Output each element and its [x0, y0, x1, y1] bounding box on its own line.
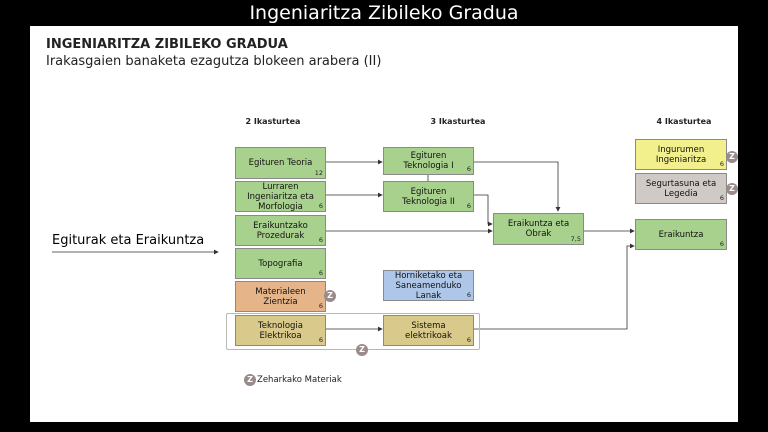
- column-header-year-3: 3 Ikasturtea: [430, 117, 486, 126]
- box-label: Horniketako eta Saneamenduko Lanak: [394, 270, 463, 301]
- box-label: Egituren Teknologia I: [403, 151, 454, 171]
- arrow-sistema-eraikuntza: [474, 243, 635, 330]
- box-topografia: Topografia 6: [235, 248, 326, 279]
- legend-label: Zeharkako Materiak: [257, 375, 342, 385]
- transversal-z-icon: Z: [324, 290, 336, 302]
- block-label: Egiturak eta Eraikuntza: [52, 233, 205, 248]
- box-credits: 6: [719, 194, 724, 202]
- box-ingurumen-ingeniaritza: Ingurumen Ingeniaritza 6: [635, 139, 727, 170]
- slide: INGENIARITZA ZIBILEKO GRADUA Irakasgaien…: [30, 26, 738, 422]
- column-header-year-4: 4 Ikasturtea: [656, 117, 712, 126]
- box-teknologia-elektrikoa: Teknologia Elektrikoa 6: [235, 315, 326, 346]
- box-credits: 6: [318, 336, 323, 344]
- box-credits: 6: [466, 336, 471, 344]
- box-egituren-teknologia-1: Egituren Teknologia I 6: [383, 147, 474, 175]
- box-label: Egituren Teoria: [248, 158, 313, 168]
- box-lurraren-ingeniaritza: Lurraren Ingeniaritza eta Morfologia 6: [235, 181, 326, 212]
- transversal-z-icon: Z: [356, 344, 368, 356]
- box-label: Eraikuntza: [658, 229, 704, 240]
- box-eraikuntzako-prozedurak: Eraikuntzako Prozedurak 6: [235, 215, 326, 246]
- box-label: Segurtasuna eta Legedia: [645, 178, 717, 199]
- box-credits: 12: [314, 169, 323, 177]
- box-eraikuntza: Eraikuntza 6: [635, 219, 727, 250]
- box-credits: 6: [318, 236, 323, 244]
- transversal-z-icon: Z: [726, 183, 738, 195]
- box-credits: 6: [719, 240, 724, 248]
- box-label: Egituren Teknologia II: [402, 186, 455, 207]
- box-credits: 6: [466, 291, 471, 299]
- box-sistema-elektrikoak: Sistema elektrikoak 6: [383, 315, 474, 346]
- box-label: Teknologia Elektrikoa: [257, 320, 303, 341]
- box-credits: 7,5: [570, 235, 581, 243]
- arrow-tek2-obrak: [474, 194, 493, 227]
- slide-subtitle: Irakasgaien banaketa ezagutza blokeen ar…: [46, 54, 382, 69]
- box-label: Topografia: [258, 258, 303, 269]
- connector-lines: [52, 159, 635, 332]
- box-credits: 6: [466, 202, 471, 210]
- box-label: Eraikuntza eta Obrak: [507, 219, 570, 239]
- box-label: Eraikuntzako Prozedurak: [253, 220, 308, 241]
- window-title: Ingeniaritza Zibileko Gradua: [249, 2, 519, 24]
- box-egituren-teknologia-2: Egituren Teknologia II 6: [383, 181, 474, 212]
- box-label: Sistema elektrikoak: [405, 320, 452, 341]
- legend-z-icon: Z: [244, 374, 256, 386]
- slide-title: INGENIARITZA ZIBILEKO GRADUA: [46, 37, 288, 52]
- box-credits: 6: [318, 202, 323, 210]
- box-credits: 6: [318, 302, 323, 310]
- column-header-year-2: 2 Ikasturtea: [245, 117, 301, 126]
- box-label: Materialeen Zientzia: [255, 286, 306, 307]
- box-label: Lurraren Ingeniaritza eta Morfologia: [247, 181, 314, 212]
- transversal-z-icon: Z: [726, 151, 738, 163]
- box-credits: 6: [719, 160, 724, 168]
- box-materialeen-zientzia: Materialeen Zientzia 6: [235, 281, 326, 312]
- box-credits: 6: [318, 269, 323, 277]
- box-credits: 6: [466, 165, 471, 173]
- arrow-tek1-obrak: [474, 161, 561, 212]
- box-label: Ingurumen Ingeniaritza: [655, 144, 707, 165]
- electric-group-frame: [226, 313, 480, 350]
